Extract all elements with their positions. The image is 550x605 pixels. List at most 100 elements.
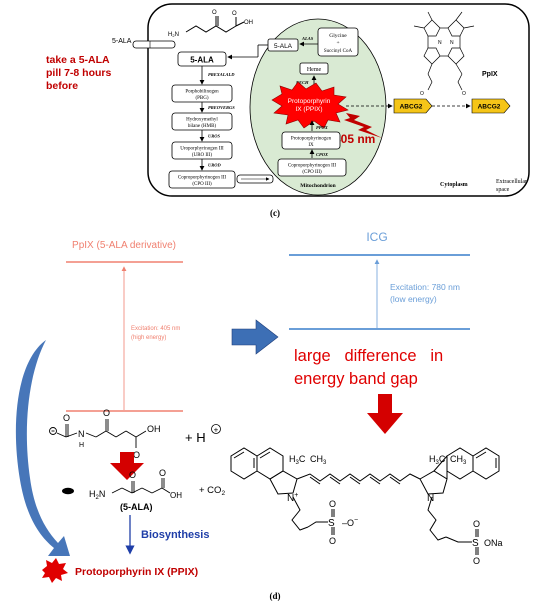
enzyme-cpox: CPOX [316, 152, 329, 157]
ppix-structure [413, 11, 475, 91]
ala-structure-d [111, 478, 171, 494]
comparison-arrow-icon [231, 319, 279, 355]
protop-box [281, 131, 341, 150]
biosynthesis-label: Biosynthesis [141, 529, 209, 541]
glycine-label-3: Succinyl CoA [324, 49, 353, 54]
pbg-label-2: (PBG) [195, 96, 208, 101]
svg-text:O: O [212, 10, 217, 16]
svg-text:O: O [133, 450, 140, 460]
ppix-excitation-1: Excitation: 405 nm [131, 326, 180, 332]
icg-excitation-2: (low energy) [390, 294, 437, 304]
h2n-label: H2N [89, 489, 105, 501]
precursor-structure [49, 419, 147, 448]
copro-mito-label-1: Coproporphyrinogen III [288, 164, 337, 169]
copro-mito-label-2: (CPO III) [302, 170, 322, 175]
panel-d: PpIX (5-ALA derivative) Excitation: 405 … [15, 230, 503, 601]
mitochondrion-label: Mitochondrion [300, 183, 335, 189]
ppix-label-2: IX (PPIX) [295, 106, 322, 113]
glycine-label-1: Glycine [329, 33, 347, 39]
svg-text:N: N [450, 40, 454, 46]
svg-text:OH: OH [244, 20, 253, 26]
ppix-product-burst [42, 558, 68, 583]
glycine-label-2: + [336, 40, 339, 46]
heme-label: Heme [307, 67, 322, 73]
bullet-dot [62, 487, 74, 495]
enzyme-preovergs: PREOVERGS [208, 105, 235, 110]
difference-line-2: energy band gap [294, 370, 418, 388]
svg-text:O: O [473, 556, 480, 566]
ala-top-label: 5-ALA [274, 43, 293, 50]
svg-text:N: N [438, 40, 442, 46]
ch3-left-2: CH3 [310, 454, 327, 466]
extracellular-label-1: Extracellular [496, 179, 527, 185]
copro-box [168, 170, 236, 189]
ppix-label-1: Protoporphyrin [288, 98, 331, 105]
ppix-excitation-2: (high energy) [131, 335, 166, 341]
urop-label-1: Uroporphyrinogen III [180, 147, 224, 152]
n-right-label: N [427, 493, 434, 504]
panel-c: H2N O O OH 5-ALA take a 5-ALA pill 7-8 h… [46, 3, 530, 218]
light-bolt-icon [344, 113, 382, 138]
ch3-left: H3C [289, 454, 306, 466]
ppix-burst [271, 81, 349, 129]
svg-text:O: O [103, 408, 110, 418]
abcg2-outer-label: ABCG2 [478, 104, 501, 111]
abcg2-inner-label: ABCG2 [400, 104, 423, 111]
co2-label: + CO2 [199, 485, 225, 497]
svg-text:OH: OH [170, 491, 182, 500]
cytoplasm-label: Cytoplasm [440, 182, 468, 188]
wavelength-label: 405 nm [334, 132, 375, 146]
enzyme-uros: UROS [208, 134, 221, 139]
enzyme-urod: UROD [208, 163, 222, 168]
so3-minus-label: –O− [342, 517, 358, 528]
hplus-label: + H [185, 430, 206, 445]
ppix-structure-label: PpIX [482, 71, 498, 78]
left-ala-label: 5-ALA [112, 38, 132, 45]
ala-structure [185, 16, 245, 33]
pbg-label-1: Porphobilinogen [185, 90, 219, 95]
ch3-right: H3C [429, 454, 446, 466]
icg-structure [230, 447, 500, 555]
panel-c-caption: (c) [270, 208, 280, 218]
hmb-label-1: Hydroxymethyl [186, 118, 218, 123]
enzyme-alas: ALAS [301, 36, 314, 41]
svg-text:N: N [78, 429, 85, 439]
ppix-title: PpIX (5-ALA derivative) [72, 240, 176, 251]
urop-label-2: (URO III) [192, 153, 212, 158]
panel-d-caption: (d) [270, 591, 281, 601]
ala-box-label: 5-ALA [190, 56, 214, 65]
protop-label-1: Protoporphyrinogen [291, 137, 332, 142]
ala-label-d: (5-ALA) [120, 502, 153, 512]
enzyme-prexalald: PREXALALD [208, 72, 235, 77]
heme-box [299, 62, 329, 75]
pill-icon [132, 40, 176, 49]
svg-text:O: O [420, 91, 424, 97]
icg-excitation-1: Excitation: 780 nm [390, 282, 460, 292]
svg-text:O: O [129, 470, 136, 480]
protop-label-2: IX [308, 143, 314, 148]
svg-text:O: O [329, 536, 336, 546]
extracellular-label-2: space [496, 187, 510, 193]
svg-text:O: O [63, 413, 70, 423]
abcg2-inner-tag [393, 98, 433, 114]
ch3-right-2: CH3 [450, 454, 467, 466]
svg-text:O: O [232, 11, 237, 17]
note-line-1: take a 5-ALA [46, 54, 110, 66]
down-arrow-left [110, 452, 144, 480]
copro-label-2: (CPO III) [192, 182, 212, 187]
hplus-charge: + [214, 426, 219, 435]
icg-title: ICG [366, 230, 387, 244]
svg-text:H: H [79, 442, 84, 449]
enzyme-ppox: PPOX [316, 125, 329, 130]
s-right: S [472, 538, 479, 549]
note-line-2: pill 7-8 hours [46, 67, 112, 79]
difference-line-1: large difference in [294, 347, 443, 365]
svg-text:O: O [473, 519, 480, 529]
enzyme-fech: FECH [296, 80, 309, 85]
copro-label-1: Coproporphyrinogen III [178, 176, 227, 181]
abcg2-outer-tag [471, 98, 511, 114]
so3na-label: ONa [484, 538, 503, 548]
down-arrow-right [367, 394, 403, 434]
curved-flow-arrow [15, 340, 71, 556]
